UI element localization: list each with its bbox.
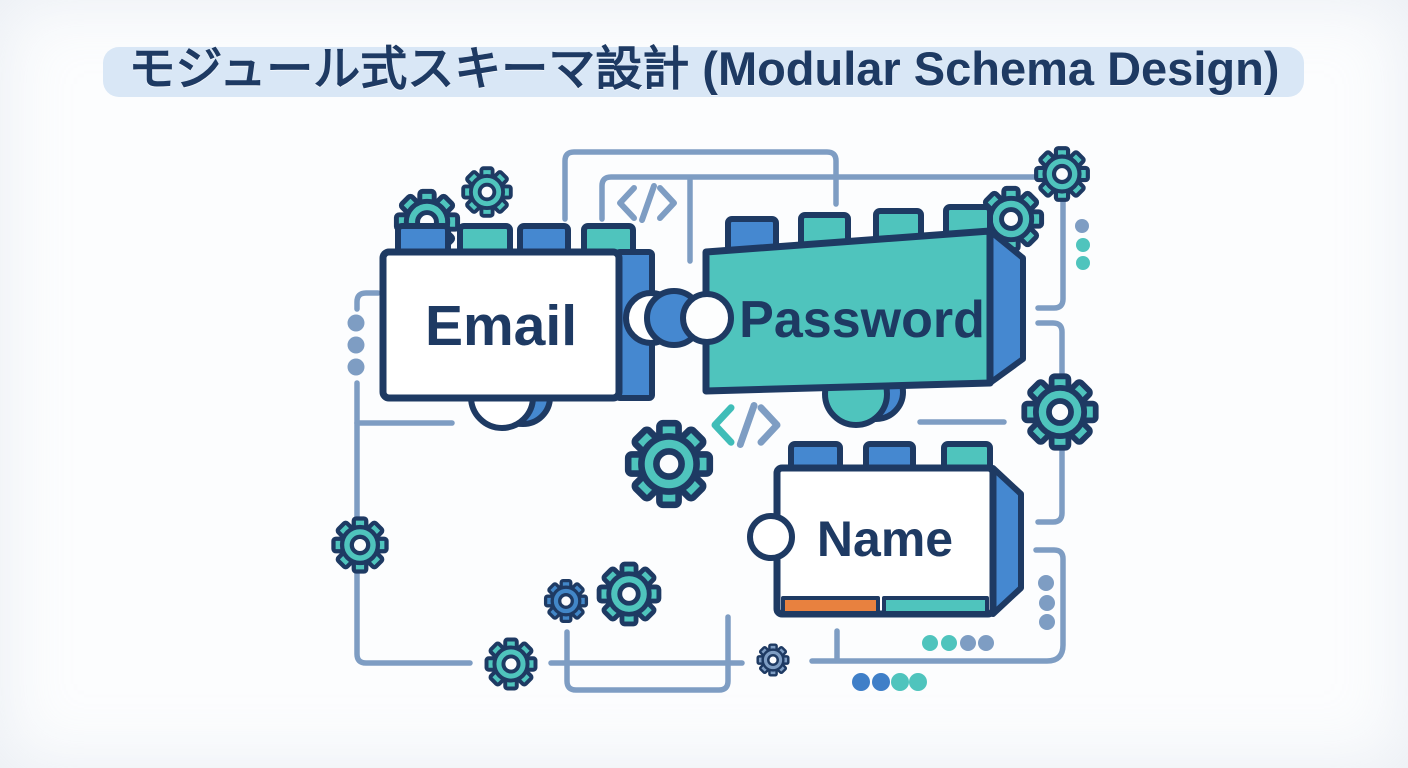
gear-icon [333, 518, 386, 571]
gear-icon [599, 564, 659, 624]
decor-dot [347, 336, 365, 354]
gear-icon [543, 578, 589, 624]
connector-lines [354, 149, 1066, 693]
page-title: モジュール式スキーマ設計 (Modular Schema Design) [128, 42, 1280, 95]
gear-icon [756, 643, 790, 677]
decor-dot [1039, 595, 1055, 611]
code-icon-close-bracket [757, 404, 781, 446]
decor-dot [872, 673, 890, 691]
block-side-3d [987, 228, 1026, 386]
decor-dot [960, 635, 976, 651]
decor-dot [1075, 219, 1089, 233]
puzzle-socket-left [680, 291, 734, 345]
decor-dot [347, 314, 365, 332]
gear-icon [461, 166, 513, 218]
connector-line [809, 547, 1066, 664]
connector-line [564, 614, 731, 693]
block-side-3d [990, 465, 1024, 617]
decor-dot [852, 673, 870, 691]
gear-icon [1024, 376, 1095, 447]
decor-dot [1076, 256, 1090, 270]
code-icon [617, 183, 677, 223]
block-body [379, 248, 623, 402]
connector-line [354, 380, 473, 666]
connector-line [562, 149, 839, 222]
puzzle-socket-left [747, 513, 795, 561]
block-label-name: Name [817, 511, 953, 567]
decor-dot [978, 635, 994, 651]
block-label-email: Email [425, 294, 577, 358]
decor-dot [941, 635, 957, 651]
block-email: Email [379, 223, 704, 431]
decor-dot [922, 635, 938, 651]
field-strip-teal [882, 596, 989, 615]
title-highlight [103, 47, 1304, 97]
code-icon-slash [639, 183, 657, 223]
block-label-password: Password [739, 291, 985, 349]
gear-icon [484, 637, 538, 691]
block-name: Name [747, 441, 1024, 618]
decor-dots [347, 219, 1090, 691]
decor-dot [1038, 575, 1054, 591]
block-password: Password [680, 204, 1026, 428]
code-icon-open-bracket [711, 404, 735, 446]
code-icon [711, 402, 781, 448]
gear-icon [1036, 148, 1088, 200]
decor-dot [1076, 238, 1090, 252]
code-icon-close-bracket [657, 185, 677, 221]
decor-dot [891, 673, 909, 691]
field-strip-orange [781, 596, 880, 615]
connector-line [354, 290, 381, 312]
decor-dot [909, 673, 927, 691]
code-icon-slash [736, 402, 758, 448]
code-icon-open-bracket [617, 185, 637, 221]
decor-dot [1039, 614, 1055, 630]
gear-icon [628, 423, 710, 505]
decor-dot [347, 358, 365, 376]
